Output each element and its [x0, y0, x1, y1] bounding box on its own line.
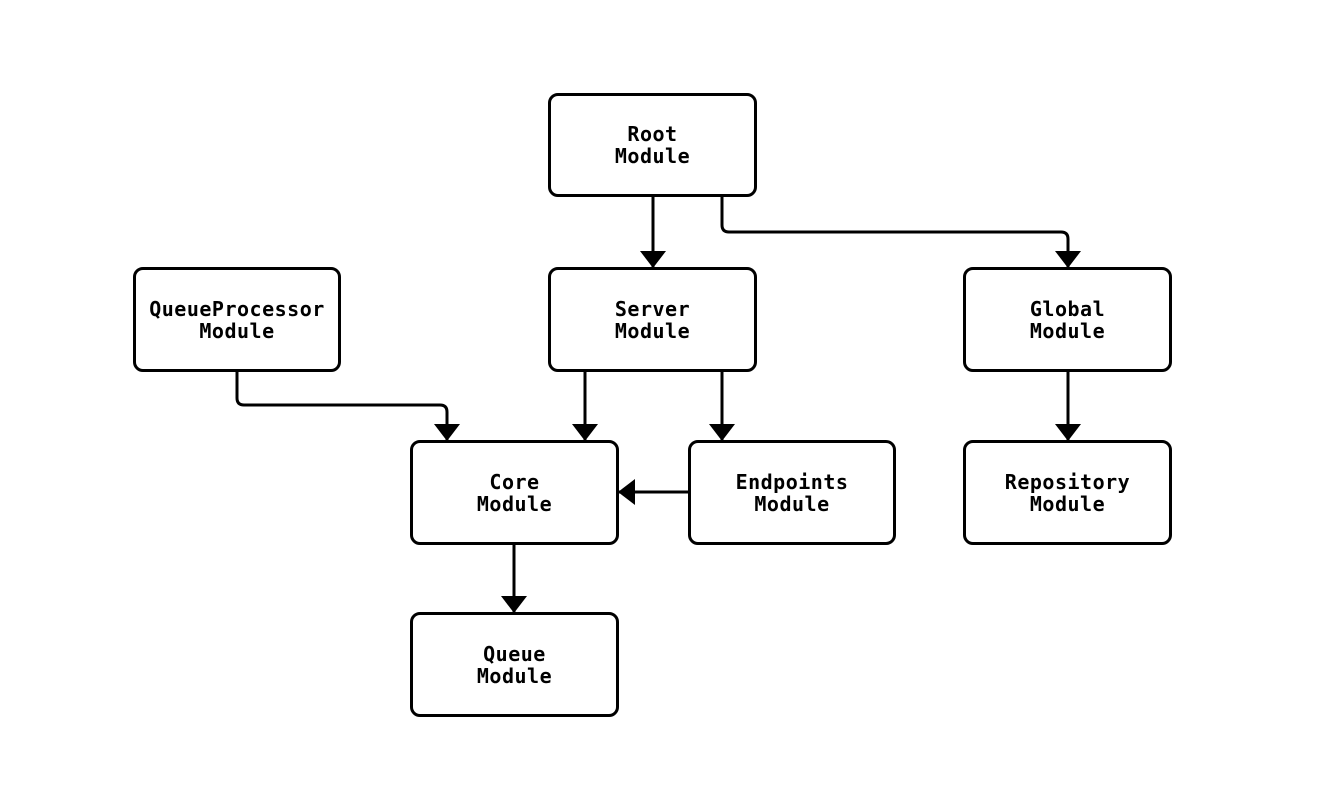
node-label: Server: [614, 296, 691, 321]
node-label: Queue: [483, 641, 546, 666]
node-label: Module: [614, 318, 691, 343]
node-label: Module: [754, 491, 830, 516]
node-label: Root: [627, 122, 678, 146]
node-label: Module: [1029, 318, 1106, 343]
node-label: Module: [476, 491, 553, 516]
node-label: Module: [614, 144, 691, 168]
node-label: Repository: [1004, 469, 1131, 494]
node-label: Global: [1029, 296, 1106, 321]
node-label: Module: [1029, 491, 1106, 516]
node-label: Module: [476, 663, 553, 688]
edge-queueprocessor-to-core: [235, 372, 460, 441]
node-label: Module: [199, 318, 275, 343]
edge-root-to-global: [720, 197, 1081, 268]
node-label: Core: [489, 469, 540, 494]
node-label: QueueProcessor: [149, 296, 325, 321]
node-label: Endpoints: [735, 469, 849, 494]
edge-group: [235, 197, 1081, 613]
